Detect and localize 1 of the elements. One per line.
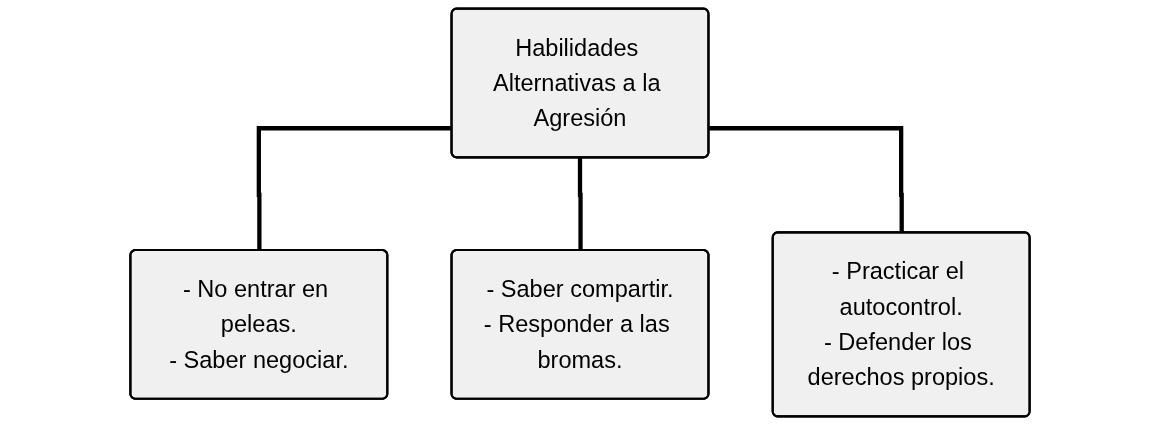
connector — [709, 126, 904, 233]
